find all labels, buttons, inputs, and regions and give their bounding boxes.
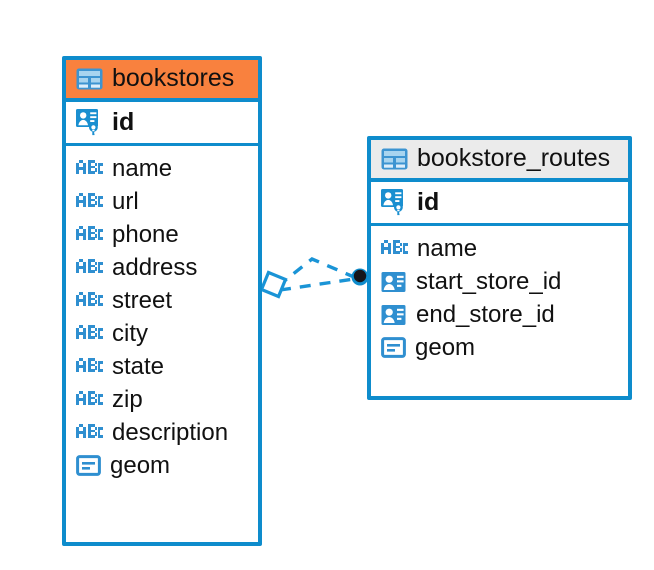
- field-row-phone[interactable]: phone: [66, 218, 258, 251]
- abc-text-icon: [76, 160, 103, 174]
- field-label: name: [417, 234, 478, 262]
- abc-text-icon: [76, 424, 103, 438]
- crows-foot-diamond-marker: [259, 270, 288, 299]
- field-row-city[interactable]: city: [66, 317, 258, 350]
- abc-text-icon: [76, 226, 103, 240]
- entity-bookstore-routes[interactable]: bookstore_routes id: [367, 136, 632, 400]
- field-label: city: [112, 319, 148, 347]
- field-row-primary-key[interactable]: id: [371, 182, 628, 226]
- abc-text-icon: [76, 391, 103, 405]
- field-row-start-store-id[interactable]: start_store_id: [371, 265, 628, 298]
- relationship-line-lower: [279, 277, 355, 292]
- field-row-description[interactable]: description: [66, 416, 258, 449]
- field-row-zip[interactable]: zip: [66, 383, 258, 416]
- entity-bookstores[interactable]: bookstores id: [62, 56, 262, 546]
- field-row-name[interactable]: name: [371, 232, 628, 265]
- field-label: geom: [415, 333, 476, 361]
- field-row-street[interactable]: street: [66, 284, 258, 317]
- field-label: geom: [110, 451, 171, 479]
- field-row-end-store-id[interactable]: end_store_id: [371, 298, 628, 331]
- field-row-state[interactable]: state: [66, 350, 258, 383]
- geometry-icon: [76, 455, 101, 476]
- abc-text-icon: [76, 193, 103, 207]
- entity-header-bookstores[interactable]: bookstores: [66, 60, 258, 102]
- relationship-line-upper: [276, 257, 355, 288]
- abc-text-icon: [76, 325, 103, 339]
- field-label-id: id: [417, 187, 440, 216]
- field-row-geom[interactable]: geom: [371, 331, 628, 364]
- table-icon: [76, 68, 103, 89]
- entity-title: bookstore_routes: [417, 144, 611, 172]
- abc-text-icon: [76, 358, 103, 372]
- field-list-bookstore-routes: name start_store_id: [371, 226, 628, 371]
- field-label: end_store_id: [416, 300, 555, 328]
- field-row-url[interactable]: url: [66, 185, 258, 218]
- field-label: state: [112, 352, 165, 380]
- abc-text-icon: [381, 240, 408, 254]
- foreign-key-icon: [381, 304, 406, 325]
- entity-header-bookstore-routes[interactable]: bookstore_routes: [371, 140, 628, 182]
- entity-title: bookstores: [112, 64, 235, 92]
- field-label: street: [112, 286, 173, 314]
- filled-circle-marker: [351, 268, 369, 286]
- abc-text-icon: [76, 292, 103, 306]
- field-label: address: [112, 253, 198, 281]
- geometry-icon: [381, 337, 406, 358]
- field-label: url: [112, 187, 139, 215]
- field-label: description: [112, 418, 229, 446]
- field-label-id: id: [112, 107, 135, 136]
- field-row-address[interactable]: address: [66, 251, 258, 284]
- field-label: zip: [112, 385, 143, 413]
- field-row-geom[interactable]: geom: [66, 449, 258, 482]
- foreign-key-icon: [381, 271, 406, 292]
- field-row-name[interactable]: name: [66, 152, 258, 185]
- field-label: name: [112, 154, 173, 182]
- primary-key-icon: [76, 109, 98, 136]
- abc-text-icon: [76, 259, 103, 273]
- table-icon: [381, 148, 408, 169]
- field-label: phone: [112, 220, 179, 248]
- primary-key-icon: [381, 189, 403, 216]
- field-row-primary-key[interactable]: id: [66, 102, 258, 146]
- field-label: start_store_id: [416, 267, 562, 295]
- field-list-bookstores: name url: [66, 146, 258, 489]
